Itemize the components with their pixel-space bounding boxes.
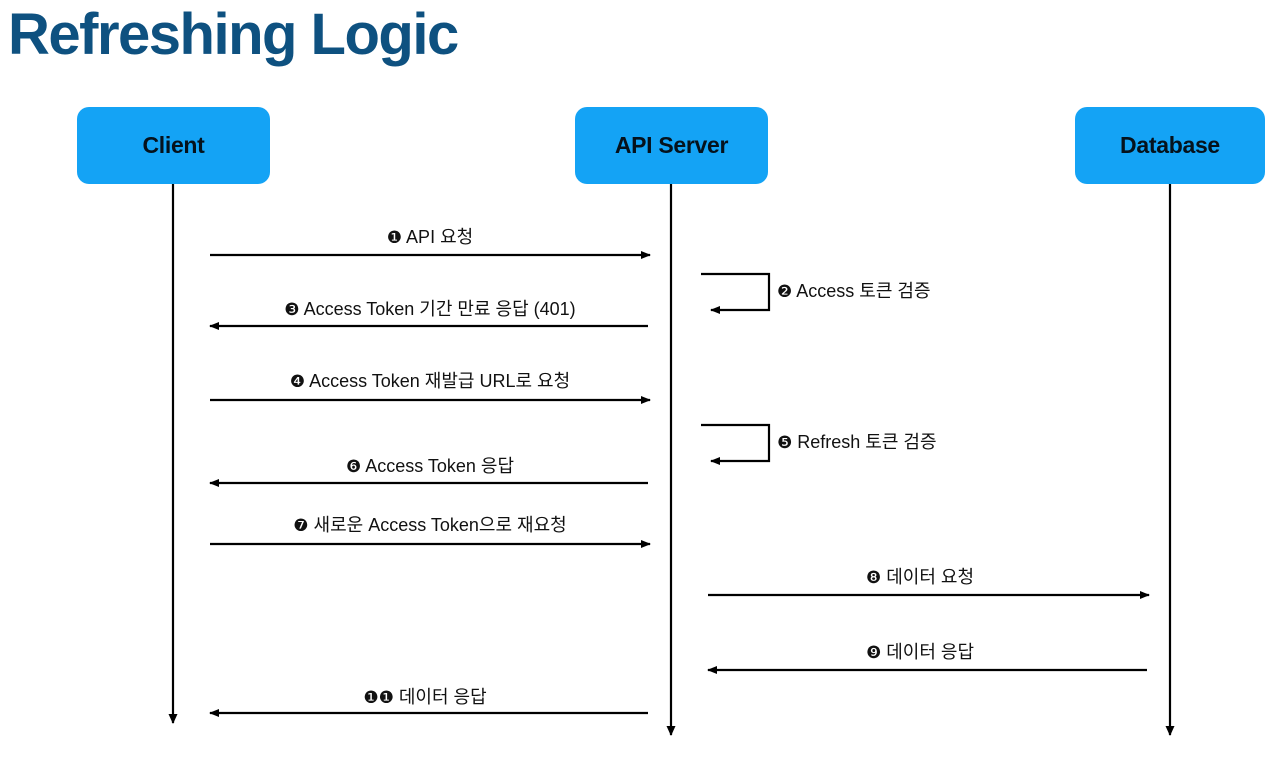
participant-box-api-server[interactable]: API Server	[575, 107, 768, 184]
message-lines-group	[209, 251, 1150, 717]
message-label-1: ❶ API 요청	[387, 228, 473, 247]
self-message-5	[701, 423, 771, 465]
message-text-8: 데이터 요청	[881, 567, 975, 587]
message-text-6: Access Token 응답	[361, 456, 515, 476]
message-number-3: ❸	[284, 300, 300, 320]
message-number-4: ❹	[289, 372, 306, 392]
message-label-9: ❾ 데이터 응답	[866, 643, 974, 662]
message-number-1: ❶	[386, 228, 403, 248]
message-text-4: Access Token 재발급 URL로 요청	[305, 371, 571, 391]
message-number-8: ❽	[865, 568, 882, 588]
message-text-1: API 요청	[402, 227, 474, 247]
message-label-2: ❷ Access 토큰 검증	[777, 282, 931, 301]
message-text-3: Access Token 기간 만료 응답 (401)	[299, 299, 576, 319]
message-number-9: ❾	[865, 643, 882, 663]
message-label-5: ❺ Refresh 토큰 검증	[777, 433, 937, 452]
message-number-2: ❷	[777, 282, 793, 302]
lifelines-group	[168, 184, 1175, 736]
participant-box-client[interactable]: Client	[77, 107, 270, 184]
message-number-6: ❻	[345, 457, 362, 477]
message-label-6: ❻ Access Token 응답	[346, 457, 514, 476]
message-label-7: ❼ 새로운 Access Token으로 재요청	[293, 516, 566, 535]
message-label-4: ❹ Access Token 재발급 URL로 요청	[290, 372, 570, 391]
message-number-10: ❶❶	[363, 688, 394, 708]
message-label-8: ❽ 데이터 요청	[866, 568, 974, 587]
message-label-10: ❶❶ 데이터 응답	[363, 688, 486, 707]
participant-box-database[interactable]: Database	[1075, 107, 1265, 184]
participant-label-database: Database	[1120, 132, 1220, 158]
message-text-9: 데이터 응답	[881, 642, 975, 662]
message-text-5: Refresh 토큰 검증	[792, 432, 937, 452]
page-title: Refreshing Logic	[8, 2, 459, 67]
message-number-7: ❼	[293, 516, 309, 536]
self-message-2	[701, 272, 771, 314]
participant-label-client: Client	[142, 132, 205, 158]
message-number-5: ❺	[777, 433, 793, 453]
message-text-10: 데이터 응답	[393, 687, 487, 707]
message-label-3: ❸ Access Token 기간 만료 응답 (401)	[284, 300, 575, 319]
participant-label-api-server: API Server	[614, 132, 729, 158]
message-text-7: 새로운 Access Token으로 재요청	[308, 515, 567, 535]
message-text-2: Access 토큰 검증	[792, 281, 931, 301]
